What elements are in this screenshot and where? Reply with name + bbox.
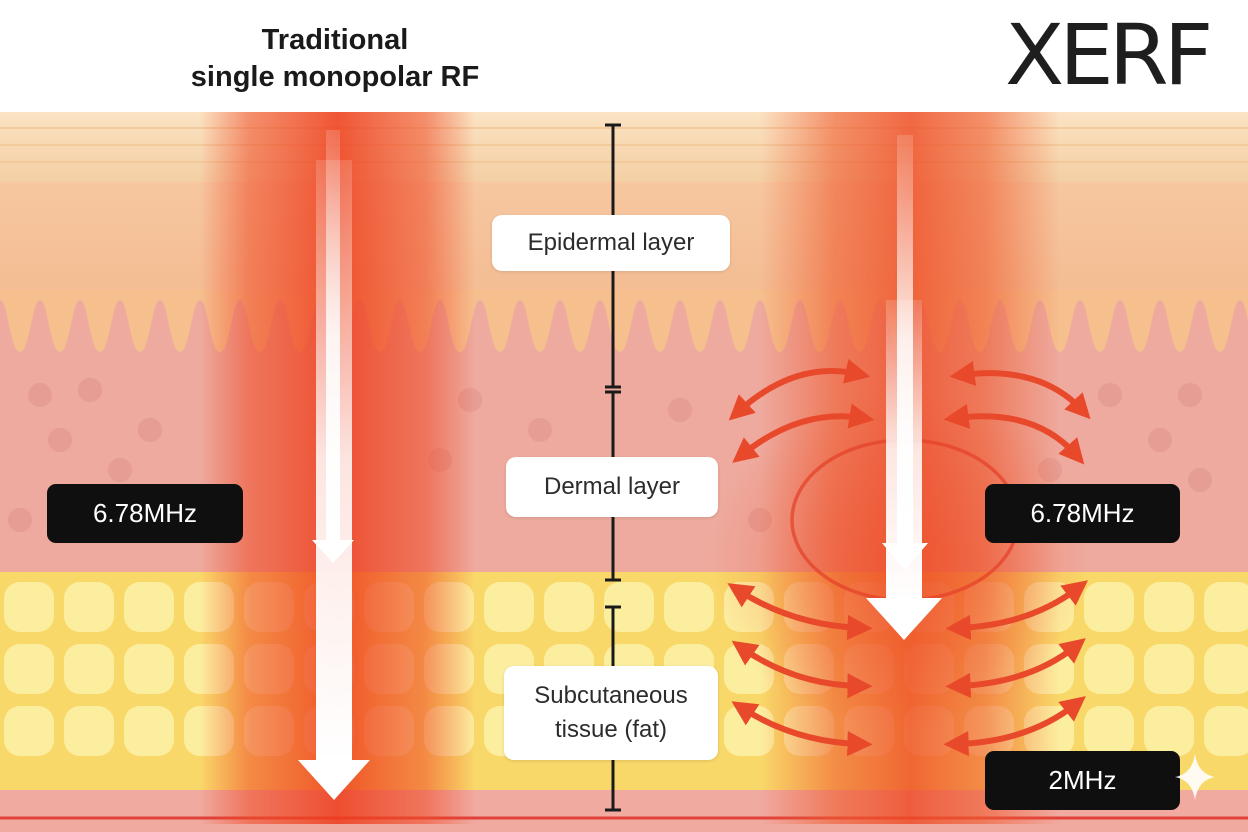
fat-cell: [664, 582, 714, 632]
epidermal-layer-text: Epidermal layer: [527, 229, 695, 256]
fat-cell: [1144, 582, 1194, 632]
fat-cell: [1204, 582, 1248, 632]
energy-spread-arrows: [727, 358, 1091, 757]
spread-arrow: [727, 583, 873, 641]
fat-cell: [4, 706, 54, 756]
frequency-badge-left: 6.78MHz: [47, 484, 243, 543]
epidermal-layer-label: Epidermal layer: [492, 215, 730, 271]
spread-arrow: [732, 403, 875, 463]
spread-arrow: [945, 638, 1086, 699]
dermal-cell: [1098, 383, 1122, 407]
fat-cell: [1084, 706, 1134, 756]
subcutaneous-text-line2: tissue (fat): [554, 716, 668, 743]
fat-cell: [484, 582, 534, 632]
fat-cell: [64, 706, 114, 756]
penetration-arrow-right-long: [866, 300, 942, 640]
frequency-badge-right-lower: 2MHz: [985, 751, 1180, 810]
dermal-cell: [1178, 383, 1202, 407]
dermal-cell: [138, 418, 162, 442]
spread-arrow: [731, 701, 873, 757]
dermal-cell: [1148, 428, 1172, 452]
spread-arrow: [949, 360, 1091, 420]
fat-cell: [4, 582, 54, 632]
fat-cell: [1204, 644, 1248, 694]
dermal-cell: [28, 383, 52, 407]
spread-arrow: [945, 580, 1088, 641]
spread-arrow: [943, 696, 1086, 757]
fat-cell: [1204, 706, 1248, 756]
frequency-badge-right-upper: 6.78MHz: [985, 484, 1180, 543]
fat-cell: [124, 582, 174, 632]
brand-logo: XERF: [1005, 6, 1213, 104]
title-line-2: single monopolar RF: [190, 61, 480, 93]
dermal-cell: [668, 398, 692, 422]
fat-cell: [1084, 644, 1134, 694]
fat-cell: [64, 644, 114, 694]
dermal-cell: [8, 508, 32, 532]
spread-arrow: [731, 640, 873, 699]
subcutaneous-label: Subcutaneous tissue (fat): [504, 666, 718, 760]
fat-cell: [1084, 582, 1134, 632]
fat-cell: [604, 582, 654, 632]
dermal-cell: [1188, 468, 1212, 492]
stratum-corneum: [0, 112, 1248, 182]
dermal-layer-label: Dermal layer: [506, 457, 718, 517]
fat-cell: [1144, 644, 1194, 694]
fat-cell: [124, 644, 174, 694]
fat-cell: [4, 644, 54, 694]
dermal-cell: [48, 428, 72, 452]
dermal-cell: [108, 458, 132, 482]
subcutaneous-text-line1: Subcutaneous: [534, 682, 688, 709]
title-line-1: Traditional: [261, 24, 409, 56]
spread-arrow: [728, 358, 871, 421]
spread-arrow: [943, 403, 1085, 465]
dermal-cell: [528, 418, 552, 442]
fat-cell: [1144, 706, 1194, 756]
dermal-cell: [78, 378, 102, 402]
dermal-layer-text: Dermal layer: [543, 473, 681, 500]
fat-cell: [124, 706, 174, 756]
fat-cell: [64, 582, 114, 632]
sparkle-icon: [1175, 754, 1215, 800]
penetration-arrow-left-long: [298, 160, 370, 800]
fat-cell: [544, 582, 594, 632]
diagram-title: Traditional single monopolar RF: [150, 22, 520, 96]
